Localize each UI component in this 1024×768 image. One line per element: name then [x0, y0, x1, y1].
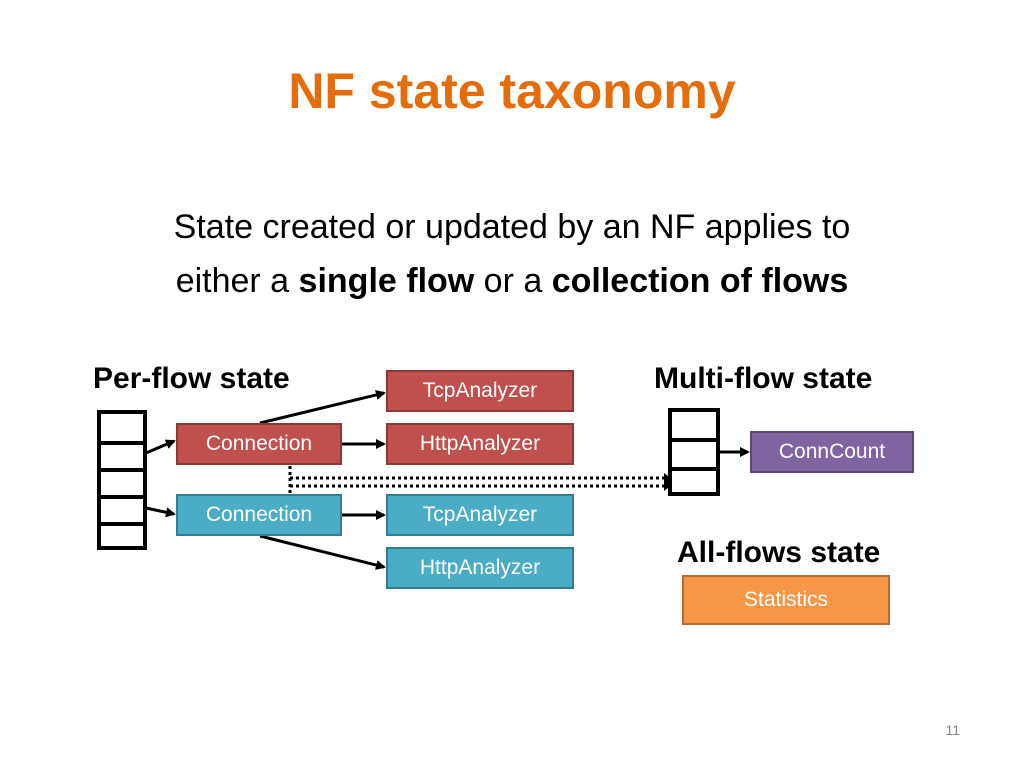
stack-cell [101, 468, 143, 495]
connection-box-blue: Connection [176, 494, 342, 536]
arrow-stack-to-red-connection [145, 439, 176, 455]
stack-cell [672, 412, 716, 438]
stack-cell [101, 441, 143, 468]
connection-box-red: Connection [176, 423, 342, 465]
stack-cell [672, 438, 716, 467]
arrow-stack-to-blue-connection [145, 506, 176, 518]
multi-flow-table-stack [668, 408, 720, 496]
per-flow-heading: Per-flow state [93, 362, 290, 395]
subtitle-prefix: either a [175, 262, 299, 300]
subtitle-line-1: State created or updated by an NF applie… [173, 208, 851, 246]
subtitle-collection-of-flows: collection of flows [551, 262, 849, 300]
subtitle-single-flow: single flow [298, 262, 475, 300]
stack-cell [101, 414, 143, 441]
http-analyzer-box-red: HttpAnalyzer [386, 423, 574, 465]
page-number: 11 [945, 722, 960, 738]
conncount-box: ConnCount [750, 431, 914, 473]
statistics-box: Statistics [682, 575, 890, 625]
arrow-red-conn-to-tcp [259, 390, 386, 425]
slide-subtitle: State created or updated by an NF applie… [0, 200, 1024, 308]
tcp-analyzer-box-red: TcpAnalyzer [386, 370, 574, 412]
multi-flow-heading: Multi-flow state [654, 362, 873, 395]
stack-cell [101, 522, 143, 546]
http-analyzer-box-blue: HttpAnalyzer [386, 547, 574, 589]
arrow-blue-conn-to-http [259, 534, 386, 570]
subtitle-middle: or a [474, 262, 552, 300]
all-flows-heading: All-flows state [677, 536, 881, 569]
subtitle-line-2: either a single flow or a collection of … [0, 254, 1024, 308]
stack-cell [672, 467, 716, 492]
stack-cell [101, 495, 143, 522]
per-flow-table-stack [97, 410, 147, 550]
tcp-analyzer-box-blue: TcpAnalyzer [386, 494, 574, 536]
dotted-link-to-multiflow [288, 466, 665, 495]
slide-title: NF state taxonomy [288, 63, 736, 119]
